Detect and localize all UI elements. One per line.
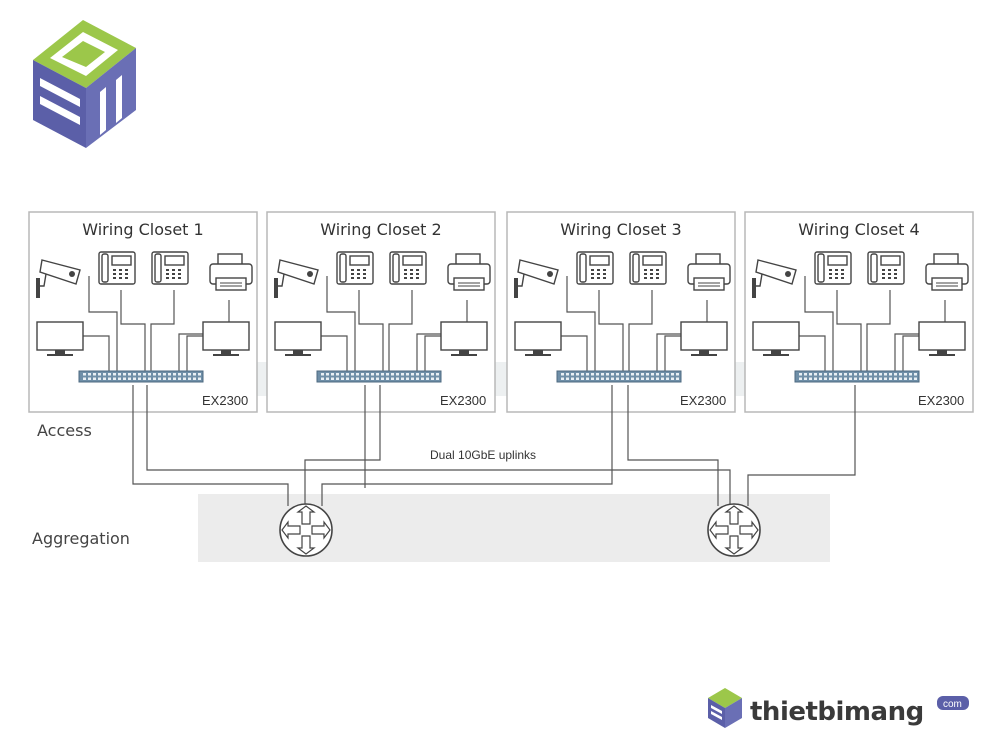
- switch-icon: [316, 370, 442, 383]
- camera-icon: [36, 259, 81, 298]
- ip-phone-icon: [867, 251, 905, 285]
- switch-icon: [556, 370, 682, 383]
- ip-phone-icon: [98, 251, 136, 285]
- access-label: Access: [37, 421, 92, 440]
- router-icon: [707, 503, 761, 557]
- monitor-icon: [274, 321, 322, 356]
- ip-phone-icon: [389, 251, 427, 285]
- brand-cube-icon: [708, 688, 742, 728]
- brand-suffix: com: [943, 699, 962, 710]
- brand-logo: thietbimang com: [708, 688, 969, 728]
- closet-title: Wiring Closet 4: [798, 220, 919, 239]
- ip-phone-icon: [814, 251, 852, 285]
- wiring-closet: Wiring Closet 1 EX2300: [28, 211, 258, 413]
- printer-icon: [447, 253, 491, 291]
- printer-icon: [925, 253, 969, 291]
- switch-model-label: EX2300: [680, 393, 726, 408]
- uplink-wires: [132, 385, 856, 506]
- ip-phone-icon: [151, 251, 189, 285]
- router-icon: [279, 503, 333, 557]
- switch-model-label: EX2300: [440, 393, 486, 408]
- monitor-icon: [752, 321, 800, 356]
- logo-cube-icon: [33, 20, 136, 148]
- switch-model-label: EX2300: [202, 393, 248, 408]
- ip-phone-icon: [576, 251, 614, 285]
- monitor-icon: [36, 321, 84, 356]
- printer-icon: [209, 253, 253, 291]
- ip-phone-icon: [629, 251, 667, 285]
- monitor-icon: [514, 321, 562, 356]
- uplink-label: Dual 10GbE uplinks: [430, 448, 536, 462]
- monitor-icon: [440, 321, 488, 356]
- switch-model-label: EX2300: [918, 393, 964, 408]
- monitor-icon: [680, 321, 728, 356]
- ip-phone-icon: [336, 251, 374, 285]
- switch-icon: [78, 370, 204, 383]
- camera-icon: [752, 259, 797, 298]
- camera-icon: [274, 259, 319, 298]
- closet-title: Wiring Closet 2: [320, 220, 441, 239]
- printer-icon: [687, 253, 731, 291]
- monitor-icon: [202, 321, 250, 356]
- wiring-closet: Wiring Closet 2 EX2300: [266, 211, 496, 413]
- switch-icon: [794, 370, 920, 383]
- brand-suffix-badge: [937, 696, 969, 710]
- aggregation-label: Aggregation: [32, 529, 130, 548]
- monitor-icon: [918, 321, 966, 356]
- closet-title: Wiring Closet 1: [82, 220, 203, 239]
- wiring-closet: Wiring Closet 4 EX2300: [744, 211, 974, 413]
- closet-title: Wiring Closet 3: [560, 220, 681, 239]
- brand-name: thietbimang: [750, 697, 924, 727]
- wiring-closet: Wiring Closet 3 EX2300: [506, 211, 736, 413]
- camera-icon: [514, 259, 559, 298]
